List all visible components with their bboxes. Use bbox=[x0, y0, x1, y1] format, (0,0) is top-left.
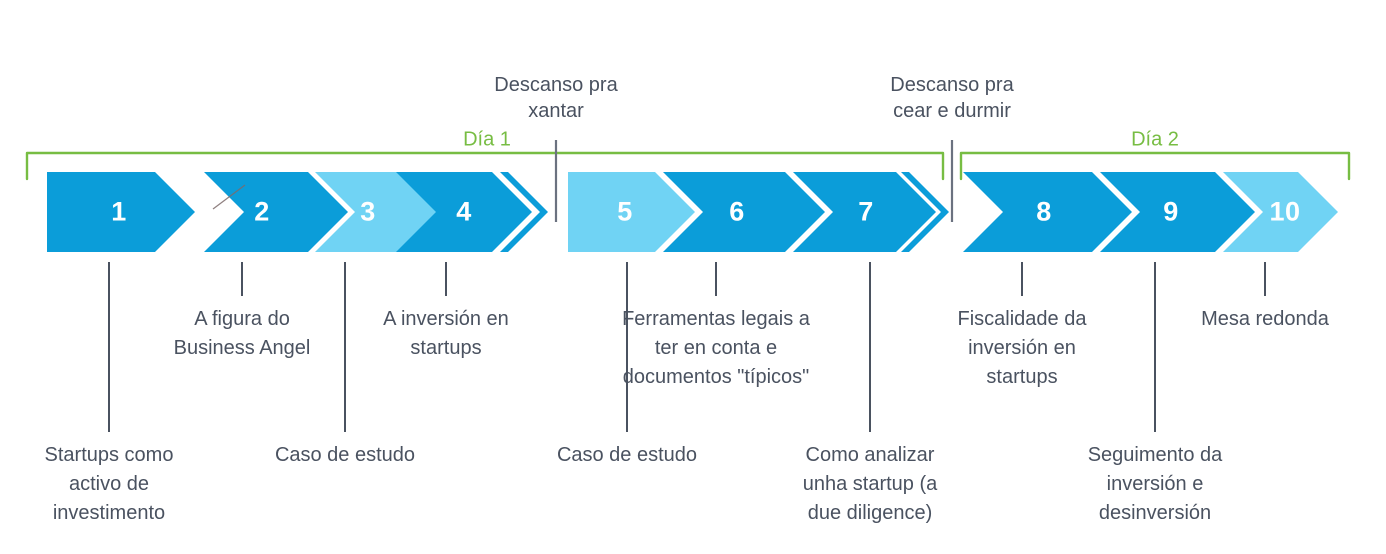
topic-label-step-10: Mesa redonda bbox=[1201, 308, 1329, 330]
topic-label-step-7: Como analizar unha startup (a due dilige… bbox=[802, 444, 938, 524]
chevron-step-2 bbox=[204, 172, 348, 252]
topic-label-step-1: Startups como activo de investimento bbox=[44, 444, 174, 524]
topic-label-step-2: A figura do Business Angel bbox=[173, 308, 311, 359]
day-2-label: Día 2 bbox=[1122, 128, 1188, 152]
day-2-bracket bbox=[959, 151, 1351, 181]
topic-label-step-4: A inversión en startups bbox=[383, 308, 509, 359]
topic-label-step-8: Fiscalidade da inversión en startups bbox=[957, 308, 1087, 388]
topic-label-step-6: Ferramentas legais a ter en conta e docu… bbox=[622, 308, 810, 388]
topic-label-step-5: Caso de estudo bbox=[556, 444, 698, 466]
annotation-stray-stroke bbox=[212, 184, 246, 210]
topic-label-step-9: Seguimento da inversión e desinversión bbox=[1087, 444, 1223, 524]
break-label-lunch: Descanso pra xantar bbox=[494, 74, 618, 122]
chevron-step-6 bbox=[663, 172, 825, 252]
chevron-step-4 bbox=[396, 172, 532, 252]
chevron-step-10 bbox=[1223, 172, 1338, 252]
chevron-step-5 bbox=[568, 172, 695, 252]
chevron-step-7 bbox=[793, 172, 936, 252]
break-label-dinner: Descanso pra cear e durmir bbox=[890, 74, 1014, 122]
chevron-tail-block-a bbox=[500, 172, 548, 252]
chevron-step-3 bbox=[315, 172, 438, 252]
chevron-step-9 bbox=[1100, 172, 1255, 252]
chevron-tail-block-b bbox=[901, 172, 949, 252]
day-1-label: Día 1 bbox=[454, 128, 520, 152]
topic-label-step-3: Caso de estudo bbox=[274, 444, 416, 466]
chevron-step-1 bbox=[47, 172, 195, 252]
day-1-bracket bbox=[25, 151, 945, 181]
chevron-step-8 bbox=[963, 172, 1132, 252]
